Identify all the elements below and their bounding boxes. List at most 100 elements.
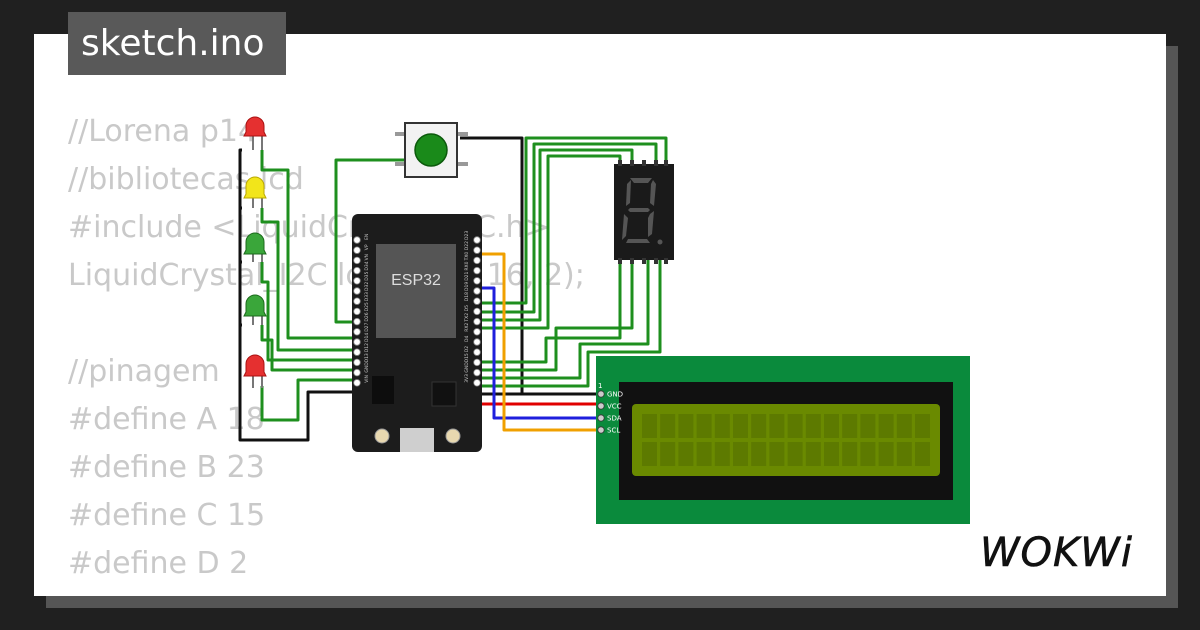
wire-led4	[260, 325, 357, 372]
esp32-pin-label: D19	[464, 282, 470, 291]
wire-seg-dp	[480, 256, 662, 388]
esp32-pin-label: D5	[464, 305, 470, 311]
led-red-icon	[243, 354, 267, 377]
esp32-pin[interactable]	[473, 379, 481, 387]
pushbutton[interactable]	[395, 122, 468, 178]
esp32-pin[interactable]	[353, 338, 361, 346]
esp32-pin-label: D12	[364, 343, 370, 352]
esp32-pin[interactable]	[353, 358, 361, 367]
esp32-pin[interactable]	[473, 236, 481, 244]
led-red-icon	[243, 116, 267, 137]
esp32-pin[interactable]	[473, 277, 481, 285]
lcd-pin-label: GND	[607, 391, 623, 399]
esp32-pin-label: D23	[464, 231, 470, 240]
esp32-pin-label: VP	[364, 244, 370, 250]
esp32-pin[interactable]	[473, 328, 481, 336]
esp32-pin[interactable]	[473, 368, 481, 377]
wire-seg-c	[480, 148, 634, 322]
wire-seg-a	[480, 136, 668, 305]
led-yellow[interactable]	[243, 176, 267, 208]
lcd-pin-label: VCC	[607, 403, 622, 411]
wire-lcd-scl	[480, 252, 600, 432]
esp32-pin[interactable]	[473, 256, 481, 265]
esp32-pin[interactable]	[473, 297, 481, 305]
lcd-pin-one: 1	[598, 382, 602, 390]
led-green-icon	[243, 294, 267, 317]
wire-led5	[260, 378, 357, 422]
lcd-pin[interactable]	[597, 426, 605, 434]
esp32-pin-label: GND	[364, 362, 370, 373]
esp32-pin[interactable]	[353, 256, 361, 265]
esp32-pin-label: VN	[364, 254, 370, 260]
esp32-pin-label: GND	[464, 362, 470, 373]
esp32-pin[interactable]	[473, 348, 481, 356]
esp32-chip-label: ESP32	[391, 272, 441, 289]
esp32-pin[interactable]	[353, 277, 361, 285]
esp32-pin-label: D35	[364, 271, 370, 280]
esp32-pin-label: TX0	[464, 252, 470, 262]
lcd-pin[interactable]	[597, 414, 605, 422]
led-green-1[interactable]	[243, 232, 267, 262]
esp32-pin[interactable]	[473, 338, 481, 346]
esp32-pin[interactable]	[473, 246, 481, 254]
wire-led3	[260, 262, 357, 362]
code-line: #define B 23	[68, 450, 265, 485]
esp32-pin[interactable]	[353, 328, 361, 336]
esp32-pin[interactable]	[473, 317, 481, 326]
esp32-pin[interactable]	[353, 266, 361, 275]
esp32-pin-label: D13	[364, 353, 370, 362]
esp32-pin[interactable]	[353, 379, 361, 387]
seven-segment-display[interactable]	[614, 160, 674, 264]
esp32-pin[interactable]	[353, 287, 361, 295]
esp32-pin[interactable]	[353, 348, 361, 356]
led-red-2[interactable]	[243, 354, 267, 388]
lcd-pin[interactable]	[597, 390, 605, 398]
esp32-pin[interactable]	[473, 307, 481, 316]
esp32-pin-label: EN	[364, 234, 370, 240]
esp32-left-pins: ENVPVND34D35D32D33D25D26D27D14D12D13GNDV…	[353, 234, 370, 387]
esp32-pin[interactable]	[473, 266, 481, 275]
esp32-pin-label: VIN	[364, 375, 370, 383]
esp32-pin-label: D18	[464, 292, 470, 301]
esp32-pin[interactable]	[473, 287, 481, 295]
esp32-right-pins: D23D22TX0RX0D21D19D18D5TX2RX2D4D2D15GND3…	[464, 231, 481, 387]
esp32-pin-label: D27	[364, 322, 370, 331]
led-red-1[interactable]	[243, 116, 267, 150]
code-line: #define C 15	[68, 498, 266, 533]
lcd-pins: GND VCC SDA SCL	[597, 390, 623, 435]
esp32-pin-label: D32	[364, 282, 370, 291]
esp32-pin[interactable]	[353, 246, 361, 254]
lcd-pin-label: SDA	[607, 415, 622, 423]
code-line: //bibliotecas lcd	[68, 162, 304, 197]
esp32-pin-label: D2	[464, 346, 470, 352]
esp32-pin-label: RX0	[464, 261, 470, 270]
wire-gnd-leds	[238, 148, 357, 442]
wire-led1	[260, 150, 357, 340]
esp32-pin[interactable]	[353, 317, 361, 326]
filename-tab[interactable]: sketch.ino	[68, 12, 286, 75]
esp32-pin[interactable]	[353, 236, 361, 244]
led-green-icon	[243, 232, 267, 255]
esp32-pin-label: D22	[464, 241, 470, 250]
wire-lcd-sda	[480, 286, 600, 420]
esp32-pin[interactable]	[353, 307, 361, 316]
code-line: //pinagem	[68, 354, 220, 389]
wokwi-logo-text: WOKWi	[980, 530, 1133, 576]
esp32-pin-label: RX2	[464, 323, 470, 332]
esp32-pin-label: D34	[364, 261, 370, 270]
wire-seg-e	[480, 256, 622, 364]
lcd-module[interactable]: 1 GND VCC SDA SCL	[596, 356, 970, 524]
esp32-pin[interactable]	[473, 358, 481, 367]
lcd-pin[interactable]	[597, 402, 605, 410]
esp32-pin[interactable]	[353, 368, 361, 377]
esp32-board[interactable]: ESP32 ENVPVND34D35D32D33D25D26D27D14D12D…	[352, 214, 482, 452]
wire-button-signal	[334, 158, 405, 324]
led-green-2[interactable]	[243, 294, 267, 325]
lcd-pin-label: SCL	[607, 427, 620, 435]
esp32-pin-label: D26	[364, 312, 370, 321]
lcd-char-cells	[642, 414, 930, 466]
esp32-pin[interactable]	[353, 297, 361, 305]
esp32-pin-label: TX2	[464, 313, 470, 323]
wire-seg-g	[480, 256, 650, 380]
